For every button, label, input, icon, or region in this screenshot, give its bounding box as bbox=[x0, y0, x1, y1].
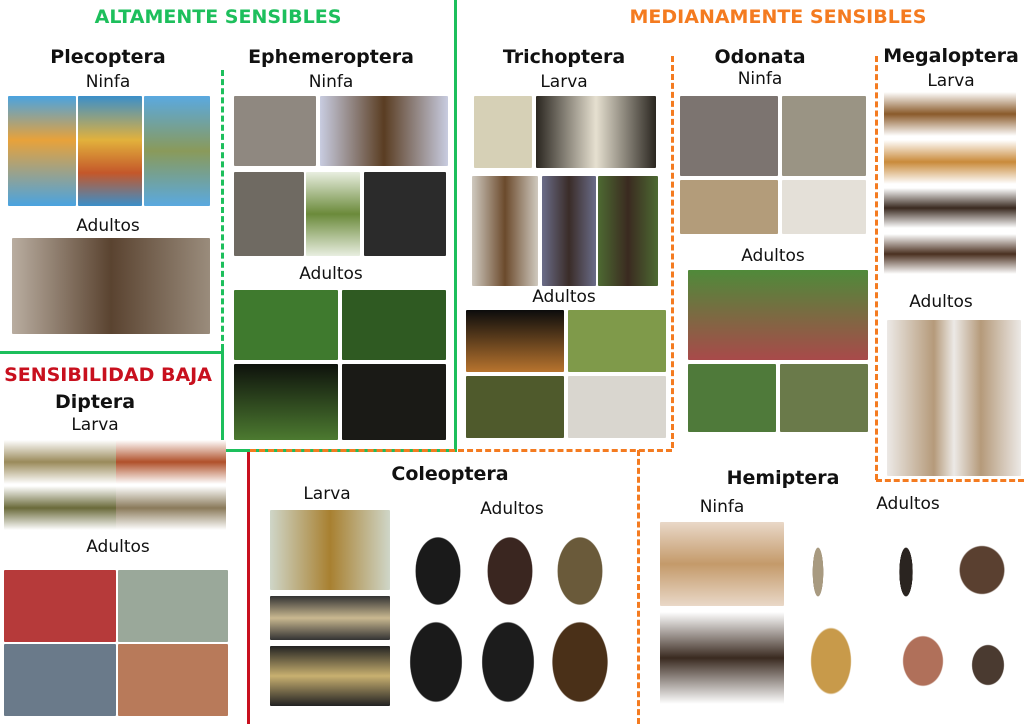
green-divider bbox=[221, 350, 224, 452]
ephemeroptera-nymph-photo bbox=[320, 96, 448, 166]
orange-dashed-divider bbox=[876, 479, 1024, 482]
diptera-larva-photo bbox=[116, 486, 226, 530]
plecoptera-nymph-photo bbox=[144, 96, 210, 206]
diptera-adult-photo bbox=[4, 570, 116, 642]
ephemeroptera-nymph-photo bbox=[364, 172, 446, 256]
odonata-nymph-photo bbox=[782, 180, 866, 234]
coleoptera-adult-photo bbox=[554, 532, 606, 610]
plecoptera-nymph-photo bbox=[78, 96, 142, 206]
ephemeroptera-adult-photo bbox=[342, 364, 446, 440]
ephemeroptera-nymph-photo bbox=[234, 96, 316, 166]
stage-label: Larva bbox=[540, 72, 588, 92]
stage-label: Adultos bbox=[876, 494, 940, 514]
odonata-nymph-photo bbox=[782, 96, 866, 176]
odonata-adult-photo bbox=[780, 364, 868, 432]
odonata-adult-photo bbox=[688, 364, 776, 432]
orange-dashed-divider bbox=[250, 449, 672, 452]
coleoptera-adult-photo bbox=[406, 616, 466, 708]
coleoptera-larva-photo bbox=[270, 646, 390, 706]
order-ephemeroptera: Ephemeroptera bbox=[248, 46, 414, 68]
trichoptera-adult-photo bbox=[466, 310, 564, 372]
ephemeroptera-nymph-photo bbox=[234, 172, 304, 256]
megaloptera-larva-photo bbox=[884, 188, 1016, 228]
orange-dashed-divider bbox=[671, 56, 674, 448]
megaloptera-larva-photo bbox=[884, 140, 1016, 184]
diptera-adult-photo bbox=[118, 570, 228, 642]
green-dashed-divider bbox=[221, 70, 224, 350]
trichoptera-larva-photo bbox=[542, 176, 596, 286]
category-low-sensitivity: SENSIBILIDAD BAJA bbox=[4, 364, 212, 386]
diptera-larva-photo bbox=[116, 440, 226, 484]
stage-label: Adultos bbox=[532, 287, 596, 307]
stage-label: Adultos bbox=[909, 292, 973, 312]
trichoptera-larva-photo bbox=[536, 96, 656, 168]
coleoptera-adult-photo bbox=[478, 616, 538, 708]
stage-label: Adultos bbox=[299, 264, 363, 284]
hemiptera-adult-photo bbox=[796, 532, 840, 612]
stage-label: Adultos bbox=[76, 216, 140, 236]
order-trichoptera: Trichoptera bbox=[502, 46, 626, 68]
orange-dashed-divider bbox=[875, 56, 878, 480]
trichoptera-adult-photo bbox=[466, 376, 564, 438]
hemiptera-adult-photo bbox=[968, 640, 1008, 690]
megaloptera-larva-photo bbox=[884, 92, 1016, 136]
order-coleoptera: Coleoptera bbox=[391, 463, 509, 485]
stage-label: Adultos bbox=[480, 499, 544, 519]
hemiptera-nymph-photo bbox=[660, 612, 784, 704]
megaloptera-larva-photo bbox=[884, 234, 1016, 274]
coleoptera-adult-photo bbox=[548, 616, 612, 708]
plecoptera-nymph-photo bbox=[8, 96, 76, 206]
hemiptera-adult-photo bbox=[884, 532, 928, 612]
ephemeroptera-adult-photo bbox=[342, 290, 446, 360]
coleoptera-larva-photo bbox=[270, 510, 390, 590]
hemiptera-adult-photo bbox=[898, 630, 948, 692]
odonata-nymph-photo bbox=[680, 180, 778, 234]
hemiptera-adult-photo bbox=[806, 620, 856, 702]
order-plecoptera: Plecoptera bbox=[50, 46, 166, 68]
trichoptera-larva-photo bbox=[598, 176, 658, 286]
coleoptera-adult-photo bbox=[412, 532, 464, 610]
red-divider bbox=[247, 452, 250, 724]
order-megaloptera: Megaloptera bbox=[883, 45, 1019, 67]
category-medium-sensitivity: MEDIANAMENTE SENSIBLES bbox=[629, 6, 927, 28]
stage-label: Ninfa bbox=[699, 497, 745, 517]
green-divider bbox=[0, 351, 224, 354]
coleoptera-larva-photo bbox=[270, 596, 390, 640]
stage-label: Larva bbox=[303, 484, 351, 504]
stage-label: Adultos bbox=[86, 537, 150, 557]
trichoptera-larva-photo bbox=[472, 176, 538, 286]
megaloptera-adult-photo bbox=[887, 320, 1021, 476]
stage-label: Larva bbox=[71, 415, 119, 435]
stage-label: Ninfa bbox=[85, 72, 131, 92]
category-high-sensitivity: ALTAMENTE SENSIBLES bbox=[94, 6, 342, 28]
stage-label: Ninfa bbox=[308, 72, 354, 92]
odonata-adult-photo bbox=[688, 270, 868, 360]
stage-label: Larva bbox=[927, 71, 975, 91]
trichoptera-adult-photo bbox=[568, 310, 666, 372]
stage-label: Adultos bbox=[741, 246, 805, 266]
ephemeroptera-adult-photo bbox=[234, 290, 338, 360]
trichoptera-adult-photo bbox=[568, 376, 666, 438]
ephemeroptera-nymph-photo bbox=[306, 172, 360, 256]
diptera-larva-photo bbox=[4, 440, 116, 484]
hemiptera-adult-photo bbox=[954, 540, 1010, 600]
green-divider bbox=[454, 0, 457, 452]
order-odonata: Odonata bbox=[714, 46, 806, 68]
plecoptera-adult-photo bbox=[12, 238, 210, 334]
diptera-adult-photo bbox=[4, 644, 116, 716]
hemiptera-nymph-photo bbox=[660, 522, 784, 606]
diptera-larva-photo bbox=[4, 486, 116, 530]
order-hemiptera: Hemiptera bbox=[726, 467, 840, 489]
order-diptera: Diptera bbox=[54, 391, 136, 413]
orange-dashed-divider bbox=[637, 450, 640, 724]
coleoptera-adult-photo bbox=[484, 532, 536, 610]
odonata-nymph-photo bbox=[680, 96, 778, 176]
trichoptera-larva-photo bbox=[474, 96, 532, 168]
ephemeroptera-adult-photo bbox=[234, 364, 338, 440]
diptera-adult-photo bbox=[118, 644, 228, 716]
stage-label: Ninfa bbox=[737, 69, 783, 89]
